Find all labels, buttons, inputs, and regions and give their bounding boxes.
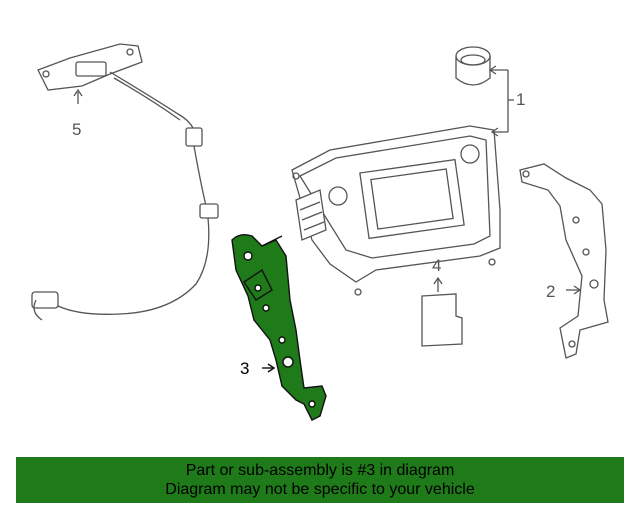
callout-3: 3: [240, 359, 250, 378]
banner-line-1: Part or sub-assembly is #3 in diagram: [185, 462, 455, 479]
callout-5: 5: [72, 120, 82, 139]
part-4-label[interactable]: [421, 276, 463, 347]
callout-1: 1: [516, 90, 526, 109]
banner-line-2: Diagram may not be specific to your vehi…: [165, 481, 475, 498]
part-1-head-unit[interactable]: [291, 46, 514, 296]
parts-diagram: [31, 43, 609, 421]
callout-2: 2: [546, 282, 556, 301]
part-3-left-bracket-highlighted[interactable]: [231, 233, 327, 421]
callout-4: 4: [432, 256, 442, 275]
info-banner: Part or sub-assembly is #3 in diagram Di…: [16, 457, 624, 503]
part-2-right-bracket[interactable]: [519, 163, 609, 359]
part-5-sensor-with-harness[interactable]: [31, 43, 219, 321]
